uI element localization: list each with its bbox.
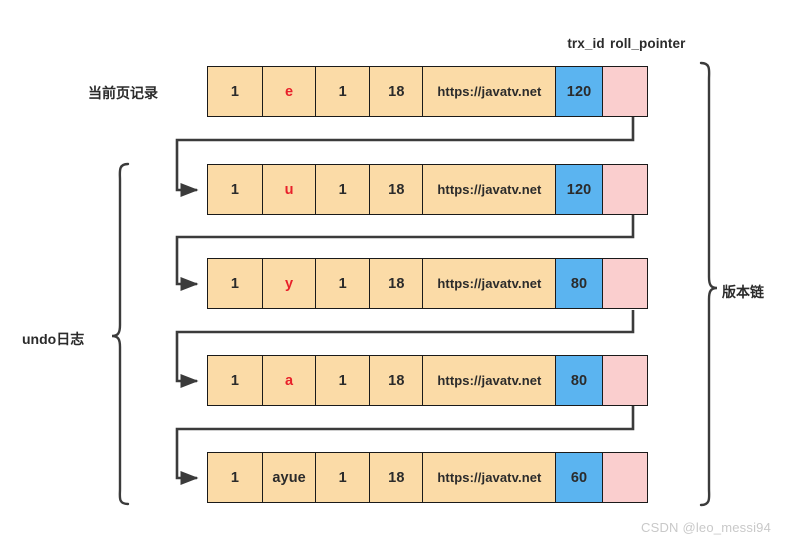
cell-roll-pointer <box>601 164 648 215</box>
cell-col3: 1 <box>315 66 371 117</box>
cell-id: 1 <box>207 355 263 406</box>
cell-value: y <box>261 258 317 309</box>
label-undo-log: undo日志 <box>22 331 85 347</box>
cell-id: 1 <box>207 452 263 503</box>
cell-url: https://javatv.net <box>422 355 557 406</box>
cell-roll-pointer <box>601 66 648 117</box>
cell-roll-pointer <box>601 258 648 309</box>
undo-log-brace <box>111 162 130 506</box>
watermark: CSDN @leo_messi94 <box>641 520 772 535</box>
roll-pointer-link-1 <box>175 117 635 198</box>
cell-value: u <box>261 164 317 215</box>
cell-col4: 18 <box>368 66 424 117</box>
cell-trx-id: 60 <box>555 452 604 503</box>
record-row[interactable]: 1 a 1 18 https://javatv.net 80 <box>207 355 648 406</box>
cell-id: 1 <box>207 164 263 215</box>
cell-col4: 18 <box>368 452 424 503</box>
cell-value: e <box>261 66 317 117</box>
cell-trx-id: 120 <box>555 164 604 215</box>
cell-col4: 18 <box>368 258 424 309</box>
cell-col3: 1 <box>315 164 371 215</box>
cell-col3: 1 <box>315 258 371 309</box>
record-row[interactable]: 1 y 1 18 https://javatv.net 80 <box>207 258 648 309</box>
cell-trx-id: 80 <box>555 258 604 309</box>
cell-col3: 1 <box>315 355 371 406</box>
column-header-roll-pointer: roll_pointer <box>610 36 686 51</box>
cell-roll-pointer <box>601 452 648 503</box>
roll-pointer-link-2 <box>175 214 635 292</box>
cell-trx-id: 120 <box>555 66 604 117</box>
cell-col4: 18 <box>368 164 424 215</box>
roll-pointer-link-3 <box>175 310 635 389</box>
cell-url: https://javatv.net <box>422 164 557 215</box>
record-row[interactable]: 1 u 1 18 https://javatv.net 120 <box>207 164 648 215</box>
record-row[interactable]: 1 e 1 18 https://javatv.net 120 <box>207 66 648 117</box>
cell-trx-id: 80 <box>555 355 604 406</box>
cell-col3: 1 <box>315 452 371 503</box>
cell-value: a <box>261 355 317 406</box>
cell-url: https://javatv.net <box>422 452 557 503</box>
cell-col4: 18 <box>368 355 424 406</box>
cell-url: https://javatv.net <box>422 258 557 309</box>
roll-pointer-link-4 <box>175 406 635 486</box>
label-current-page-record: 当前页记录 <box>88 85 158 101</box>
cell-roll-pointer <box>601 355 648 406</box>
cell-url: https://javatv.net <box>422 66 557 117</box>
cell-value: ayue <box>261 452 317 503</box>
record-row[interactable]: 1 ayue 1 18 https://javatv.net 60 <box>207 452 648 503</box>
cell-id: 1 <box>207 66 263 117</box>
column-header-trx-id: trx_id <box>567 36 605 51</box>
cell-id: 1 <box>207 258 263 309</box>
label-version-chain: 版本链 <box>722 284 764 300</box>
version-chain-brace <box>699 61 718 507</box>
